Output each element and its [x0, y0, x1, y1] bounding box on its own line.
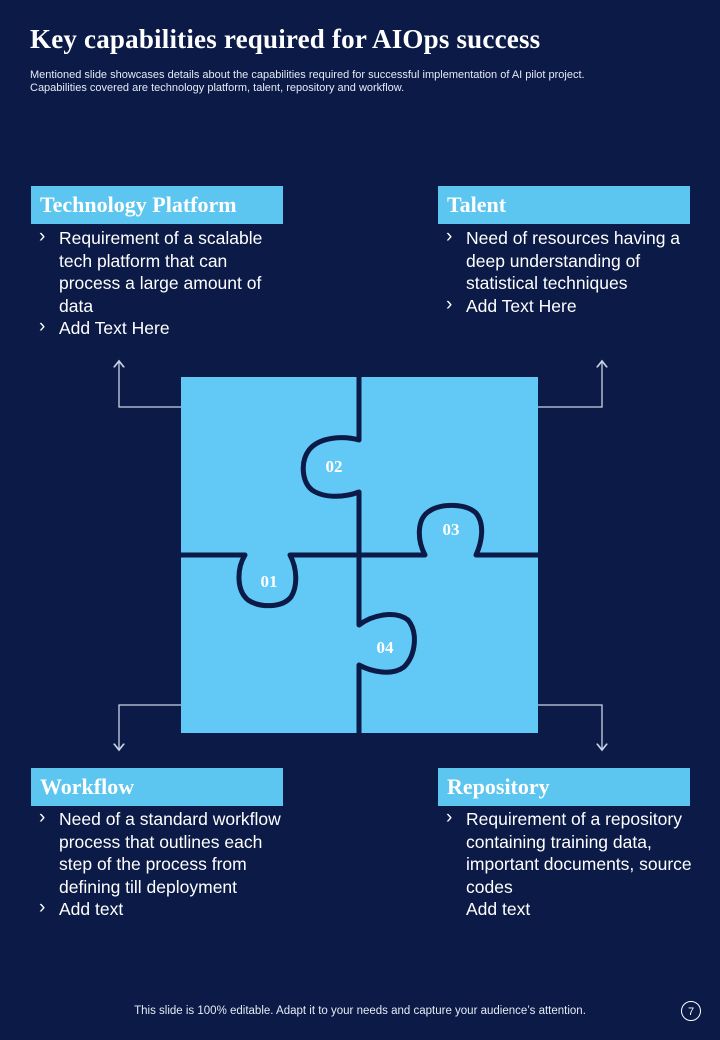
subtitle-line-2: Capabilities covered are technology plat…: [30, 82, 405, 94]
page-subtitle: Mentioned slide showcases details about …: [30, 69, 690, 95]
arrow-to-repository: [538, 704, 602, 750]
list-item: Need of a standard workflow process that…: [31, 807, 283, 898]
workflow-list: Need of a standard workflow process that…: [31, 807, 283, 921]
list-item: Add Text Here: [438, 294, 698, 318]
list-item: Add text: [31, 897, 283, 921]
subtitle-line-1: Mentioned slide showcases details about …: [30, 69, 585, 81]
page-number: 7: [681, 1001, 701, 1021]
arrow-to-workflow: [119, 704, 181, 750]
list-item: Need of resources having a deep understa…: [438, 226, 698, 295]
list-item: Add text: [466, 899, 531, 919]
list-item: Add Text Here: [31, 316, 281, 340]
piece-label-03: 03: [443, 520, 460, 539]
arrow-to-talent: [538, 361, 602, 408]
footer-text: This slide is 100% editable. Adapt it to…: [134, 1005, 586, 1017]
puzzle-seam-vertical-top: [300, 374, 362, 558]
repository-header: Repository: [438, 768, 690, 806]
piece-label-04: 04: [377, 638, 395, 657]
puzzle-seam-vertical-bottom: [356, 552, 417, 736]
list-item: Requirement of a scalable tech platform …: [31, 226, 281, 317]
list-item: Requirement of a repository containing t…: [438, 807, 700, 898]
arrow-to-technology-platform: [119, 361, 181, 408]
repository-list: Requirement of a repository containing t…: [438, 807, 700, 921]
talent-list: Need of resources having a deep understa…: [438, 226, 698, 318]
technology-platform-list: Requirement of a scalable tech platform …: [31, 226, 281, 340]
piece-label-02: 02: [326, 457, 343, 476]
workflow-header: Workflow: [31, 768, 283, 806]
technology-platform-header: Technology Platform: [31, 186, 283, 224]
piece-label-01: 01: [261, 572, 278, 591]
talent-header: Talent: [438, 186, 690, 224]
page-title: Key capabilities required for AIOps succ…: [30, 24, 541, 54]
